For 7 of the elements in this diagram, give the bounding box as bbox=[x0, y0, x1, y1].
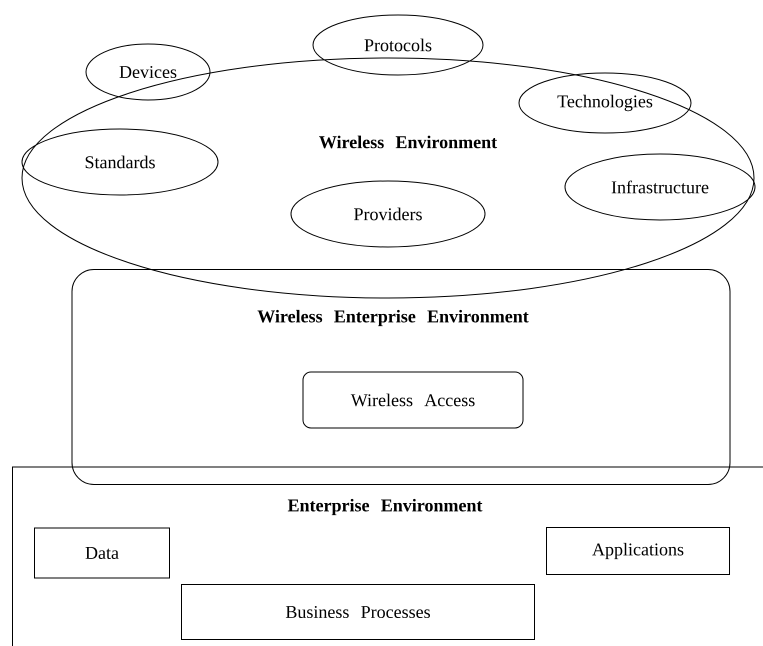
box: Business Processes bbox=[181, 584, 535, 640]
box: Applications bbox=[546, 527, 730, 575]
ellipse-region: Providers bbox=[290, 180, 486, 248]
rounded-box: Wireless Access bbox=[302, 372, 524, 428]
ellipse-region: Devices bbox=[86, 44, 210, 100]
box: Data bbox=[34, 528, 170, 578]
ellipse-region: Protocols bbox=[312, 14, 484, 76]
